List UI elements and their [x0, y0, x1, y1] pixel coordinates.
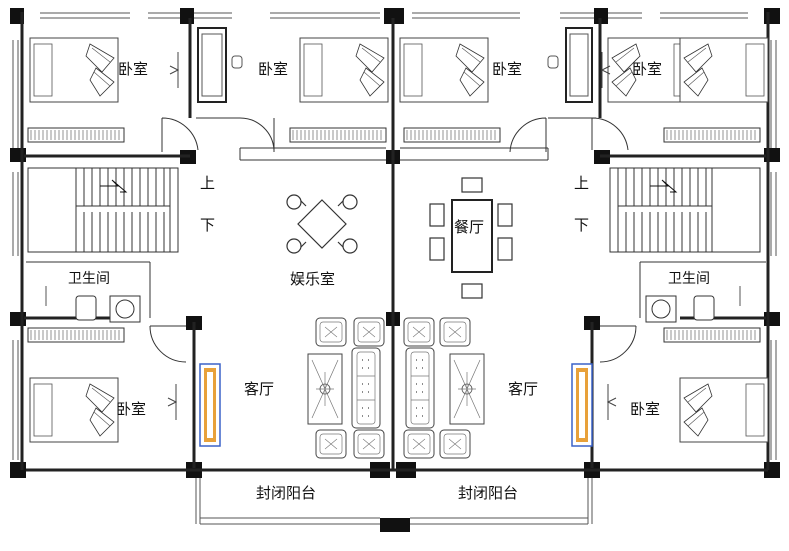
stair-label-left-up: 上 [200, 174, 216, 192]
stair-label-right-down: 下 [574, 216, 590, 234]
room-label-balcony-right: 封闭阳台 [458, 484, 519, 502]
room-label-dining: 餐厅 [454, 218, 485, 236]
room-label-bathroom-right: 卫生间 [668, 271, 710, 287]
room-label-bathroom-left: 卫生间 [68, 271, 110, 287]
room-label-balcony-left: 封闭阳台 [256, 484, 317, 502]
room-label-living-left: 客厅 [244, 380, 275, 398]
stair-label-right-up: 上 [574, 174, 590, 192]
room-label-bedroom-top-3: 卧室 [492, 60, 523, 78]
room-label-bedroom-bottom-left: 卧室 [116, 400, 147, 418]
stair-label-left-down: 下 [200, 216, 216, 234]
room-label-bedroom-top-2: 卧室 [258, 60, 289, 78]
room-label-bedroom-top-4: 卧室 [632, 60, 663, 78]
room-label-entertainment: 娱乐室 [290, 270, 336, 288]
room-label-bedroom-top-1: 卧室 [118, 60, 149, 78]
room-label-bedroom-bottom-right: 卧室 [630, 400, 661, 418]
room-label-living-right: 客厅 [508, 380, 539, 398]
